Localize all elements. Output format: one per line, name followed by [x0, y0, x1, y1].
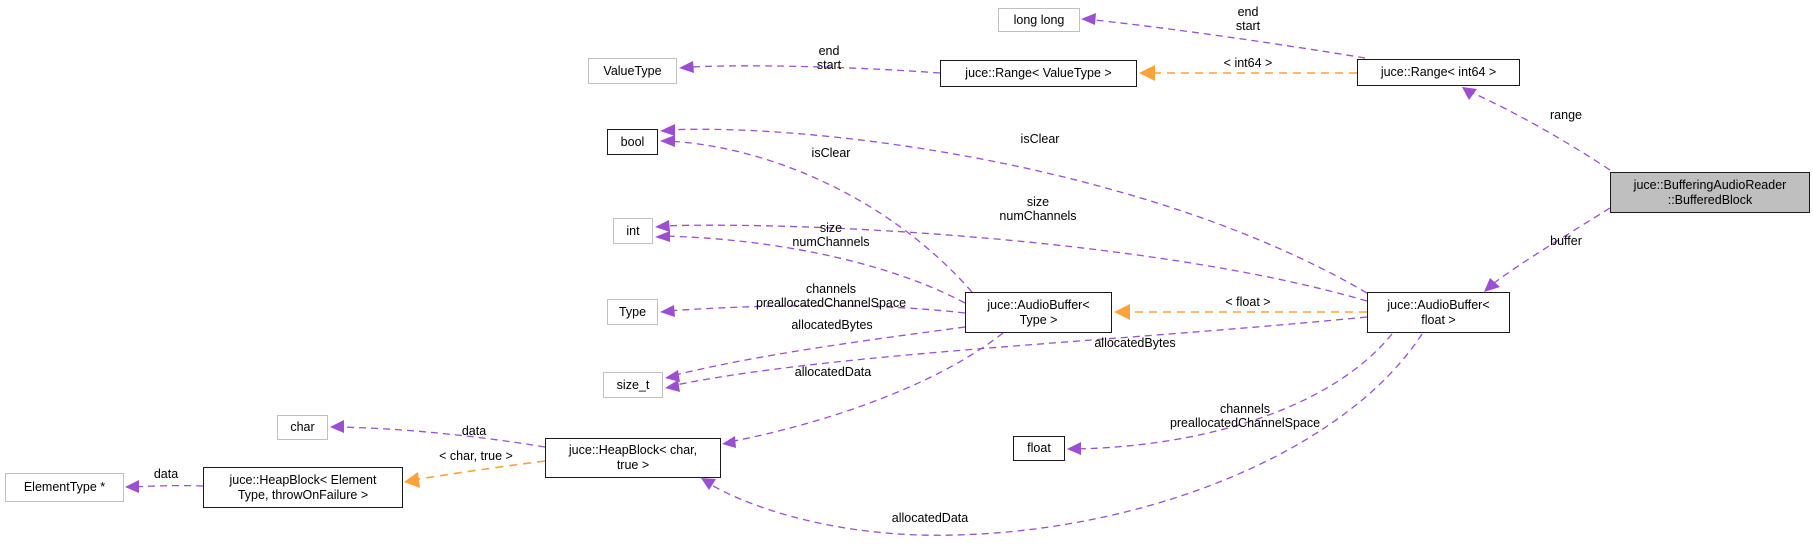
node-audiobuffer-type-label: juce::AudioBuffer< Type >	[987, 297, 1090, 327]
node-type: Type	[607, 299, 658, 325]
edge-audiobuffer-float-to-bool	[660, 124, 1368, 294]
node-float[interactable]: float	[1013, 436, 1065, 461]
node-bool[interactable]: bool	[607, 129, 658, 155]
edge-audiobuffer-float-to-size-t	[665, 316, 1368, 392]
edge-label-size-numchannels-right: size numChannels	[999, 195, 1077, 223]
edge-label-channels-prealloc-right: channels preallocatedChannelSpace	[1169, 402, 1321, 430]
node-long-long: long long	[998, 8, 1080, 32]
edge-bufferedblock-to-range-int64	[1462, 87, 1611, 171]
node-heapblock-char[interactable]: juce::HeapBlock< char, true >	[545, 438, 721, 478]
edge-audiobuffer-float-inst-audiobuffer-type	[1114, 304, 1367, 320]
node-heapblock-char-label: juce::HeapBlock< char, true >	[568, 443, 698, 472]
edge-label-allocatedbytes-left: allocatedBytes	[791, 318, 873, 332]
node-buffered-block: juce::BufferingAudioReader ::BufferedBlo…	[1610, 172, 1810, 213]
edge-range-int64-to-long-long	[1081, 13, 1366, 59]
node-bool-label: bool	[620, 134, 645, 149]
node-audiobuffer-type[interactable]: juce::AudioBuffer< Type >	[965, 292, 1112, 333]
edge-label-endstart-right: end start	[1235, 5, 1261, 33]
node-range-int64[interactable]: juce::Range< int64 >	[1357, 59, 1520, 86]
edge-label-data-lower: data	[153, 467, 179, 481]
edge-label-endstart-left: end start	[816, 44, 842, 72]
edge-audiobuffer-type-to-heapblock-char	[722, 332, 1004, 448]
edge-label-channels-prealloc-left: channels preallocatedChannelSpace	[755, 282, 907, 310]
node-range-valuetype[interactable]: juce::Range< ValueType >	[940, 60, 1137, 87]
edge-heapblock-char-inst-heapblock-element	[404, 460, 546, 488]
edge-label-range: range	[1550, 108, 1582, 122]
edge-label-allocateddata-bottom: allocatedData	[891, 511, 969, 525]
edge-label-char-true-instantiation: < char, true >	[439, 449, 513, 463]
node-elementtype-ptr-label: ElementType *	[23, 480, 106, 494]
edge-audiobuffer-type-to-type	[660, 304, 966, 317]
edge-audiobuffer-float-to-float	[1067, 333, 1393, 455]
edge-range-int64-inst-range-valuetype	[1139, 65, 1357, 81]
node-type-label: Type	[618, 304, 647, 319]
node-elementtype-ptr: ElementType *	[5, 473, 124, 502]
edge-range-valuetype-to-valuetype	[679, 61, 941, 74]
edge-label-float-instantiation: < float >	[1225, 295, 1271, 309]
edge-label-data-upper: data	[461, 424, 487, 438]
edge-label-size-numchannels-left: size numChannels	[792, 221, 870, 249]
node-size-t: size_t	[603, 372, 663, 398]
node-valuetype-label: ValueType	[603, 63, 662, 78]
edge-label-isclear-right: isClear	[1020, 132, 1060, 146]
node-range-int64-label: juce::Range< int64 >	[1380, 65, 1497, 79]
node-heapblock-element[interactable]: juce::HeapBlock< Element Type, throwOnFa…	[203, 467, 403, 508]
node-size-t-label: size_t	[616, 377, 650, 392]
edge-label-allocatedbytes-right: allocatedBytes	[1094, 336, 1176, 350]
edge-label-isclear-left: isClear	[811, 146, 851, 160]
edge-audiobuffer-float-to-heapblock-char-bottom	[701, 333, 1423, 536]
node-int-label: int	[626, 223, 640, 238]
node-audiobuffer-float[interactable]: juce::AudioBuffer< float >	[1367, 292, 1510, 333]
edge-audiobuffer-type-to-bool	[660, 135, 973, 293]
edge-heapblock-char-to-char	[330, 420, 546, 448]
node-heapblock-element-label: juce::HeapBlock< Element Type, throwOnFa…	[229, 472, 377, 502]
node-audiobuffer-float-label: juce::AudioBuffer< float >	[1387, 297, 1490, 327]
edge-label-int64-instantiation: < int64 >	[1223, 56, 1273, 70]
edge-label-buffer: buffer	[1550, 234, 1582, 248]
node-float-label: float	[1027, 441, 1051, 455]
edge-audiobuffer-type-to-int	[655, 231, 966, 304]
node-range-valuetype-label: juce::Range< ValueType >	[965, 66, 1112, 80]
edge-label-allocateddata-left: allocatedData	[794, 365, 872, 379]
node-int: int	[613, 218, 653, 244]
node-char-label: char	[290, 420, 315, 434]
edge-heapblock-element-to-elementtype-ptr	[125, 480, 204, 493]
node-long-long-label: long long	[1013, 12, 1065, 27]
edge-bufferedblock-to-audiobuffer-float	[1484, 207, 1611, 292]
edge-audiobuffer-float-to-int	[655, 220, 1368, 302]
edge-audiobuffer-type-to-size-t	[665, 326, 966, 382]
node-char: char	[277, 415, 328, 440]
node-buffered-block-label: juce::BufferingAudioReader ::BufferedBlo…	[1633, 177, 1787, 207]
node-valuetype: ValueType	[588, 58, 677, 84]
